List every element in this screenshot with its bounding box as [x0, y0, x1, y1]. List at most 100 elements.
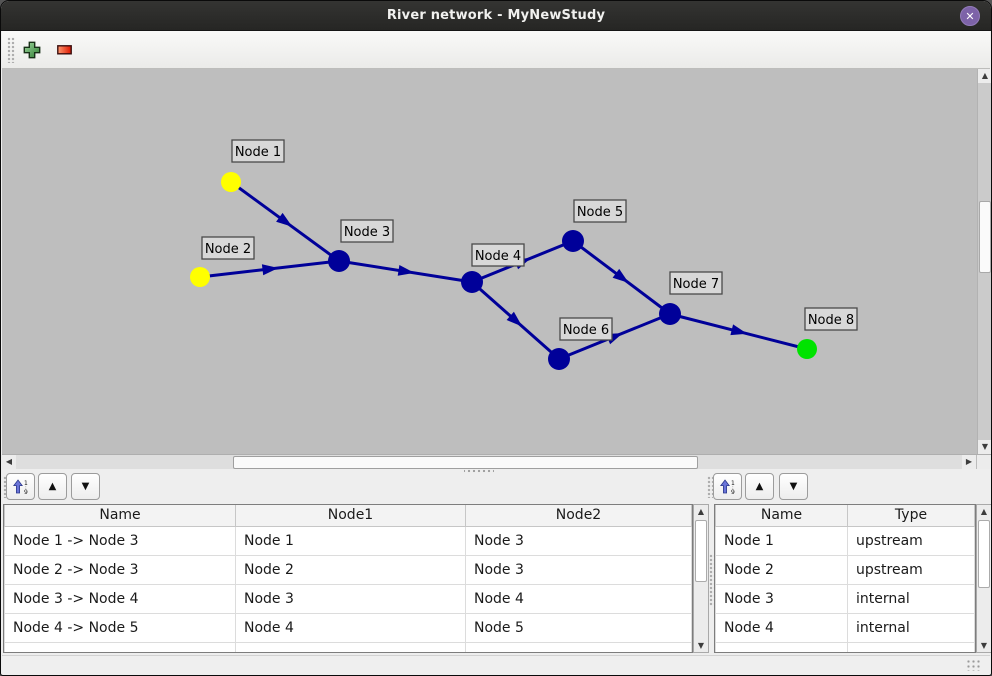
- branches-table-scrollbar[interactable]: ▲ ▼: [693, 504, 709, 653]
- table-cell[interactable]: Node 5: [465, 612, 692, 643]
- scroll-down-icon[interactable]: ▼: [978, 440, 991, 454]
- table-cell[interactable]: Node 4: [465, 583, 692, 614]
- branches-scroll-thumb[interactable]: [695, 520, 707, 582]
- network-node[interactable]: [548, 348, 570, 370]
- network-node[interactable]: [562, 230, 584, 252]
- canvas-horizontal-scrollbar[interactable]: ◀ ▶: [2, 454, 991, 469]
- column-header[interactable]: Type: [847, 505, 975, 527]
- close-button[interactable]: ✕: [960, 6, 980, 26]
- column-header[interactable]: Node1: [235, 505, 466, 527]
- add-node-button[interactable]: [20, 38, 44, 62]
- table-cell: [847, 641, 975, 652]
- edge-arrow-icon: [276, 212, 293, 227]
- svg-text:Node 7: Node 7: [673, 277, 719, 292]
- down-triangle-icon: ▼: [789, 480, 798, 492]
- svg-text:Node 5: Node 5: [577, 205, 623, 220]
- scroll-right-icon[interactable]: ▶: [962, 455, 976, 469]
- remove-node-button[interactable]: [52, 38, 76, 62]
- svg-text:9: 9: [731, 489, 735, 495]
- svg-text:9: 9: [24, 489, 28, 495]
- table-cell[interactable]: internal: [847, 583, 975, 614]
- window-title: River network - MyNewStudy: [386, 8, 606, 23]
- table-cell[interactable]: Node 4: [235, 612, 466, 643]
- window-resize-grip[interactable]: [966, 659, 982, 671]
- svg-text:1: 1: [731, 479, 735, 486]
- branches-move-down-button[interactable]: ▼: [71, 473, 100, 500]
- horizontal-scroll-thumb[interactable]: [233, 456, 698, 469]
- table-cell[interactable]: upstream: [847, 554, 975, 585]
- node-label: Node 2: [201, 236, 255, 260]
- sort-ascending-icon: 1 : 9: [719, 478, 735, 495]
- branches-sort-button[interactable]: 1 : 9: [6, 473, 35, 500]
- svg-text::: :: [732, 484, 734, 490]
- svg-text:Node 3: Node 3: [344, 225, 390, 240]
- scroll-up-icon[interactable]: ▲: [978, 69, 991, 83]
- network-node[interactable]: [328, 250, 350, 272]
- table-cell[interactable]: Node 4 -> Node 5: [4, 612, 236, 643]
- canvas-vertical-scrollbar[interactable]: ▲ ▼: [977, 69, 991, 454]
- table-cell[interactable]: Node 1 -> Node 3: [4, 525, 236, 556]
- table-cell: [4, 641, 236, 652]
- table-cell[interactable]: Node 1: [715, 525, 848, 556]
- toolbar-drag-handle[interactable]: [7, 37, 15, 63]
- scrollbar-corner: [976, 455, 991, 469]
- nodes-table-scrollbar[interactable]: ▲ ▼: [976, 504, 991, 653]
- table-cell[interactable]: Node 2: [235, 554, 466, 585]
- table-cell[interactable]: Node 1: [235, 525, 466, 556]
- branches-move-up-button[interactable]: ▲: [38, 473, 67, 500]
- table-cell[interactable]: Node 2 -> Node 3: [4, 554, 236, 585]
- up-triangle-icon: ▲: [48, 480, 57, 492]
- vertical-scroll-thumb[interactable]: [979, 201, 991, 273]
- nodes-move-up-button[interactable]: ▲: [745, 473, 774, 500]
- table-cell[interactable]: Node 3: [465, 525, 692, 556]
- svg-text:Node 4: Node 4: [475, 249, 521, 264]
- network-node[interactable]: [659, 303, 681, 325]
- nodes-sort-button[interactable]: 1 : 9: [713, 473, 742, 500]
- node-label: Node 1: [231, 139, 285, 163]
- network-canvas[interactable]: Node 1 Node 2 Node 3 Node 4 Node 5 Node 6 Node…: [2, 69, 977, 454]
- scroll-left-icon[interactable]: ◀: [2, 455, 16, 469]
- column-header[interactable]: Name: [4, 505, 236, 527]
- edge-arrow-icon: [506, 311, 523, 327]
- table-cell[interactable]: Node 2: [715, 554, 848, 585]
- nodes-scroll-thumb[interactable]: [978, 520, 990, 588]
- vertical-splitter-handle[interactable]: [709, 554, 714, 606]
- table-cell[interactable]: internal: [847, 612, 975, 643]
- scroll-down-icon[interactable]: ▼: [694, 639, 708, 652]
- table-cell[interactable]: Node 3: [715, 583, 848, 614]
- table-cell[interactable]: Node 4: [715, 612, 848, 643]
- network-node[interactable]: [221, 172, 241, 192]
- column-header[interactable]: Name: [715, 505, 848, 527]
- column-header[interactable]: Node2: [465, 505, 692, 527]
- node-label: Node 6: [559, 317, 613, 341]
- network-node[interactable]: [461, 271, 483, 293]
- horizontal-splitter-handle[interactable]: [464, 469, 494, 473]
- table-cell[interactable]: Node 3 -> Node 4: [4, 583, 236, 614]
- table-cell[interactable]: Node 3: [235, 583, 466, 614]
- table-cell: [235, 641, 466, 652]
- scroll-down-icon[interactable]: ▼: [977, 639, 991, 652]
- scroll-up-icon[interactable]: ▲: [694, 505, 708, 518]
- network-node[interactable]: [797, 339, 817, 359]
- table-cell: [715, 641, 848, 652]
- nodes-toolbar-handle[interactable]: [707, 476, 713, 498]
- scroll-up-icon[interactable]: ▲: [977, 505, 991, 518]
- close-icon: ✕: [965, 9, 975, 23]
- table-cell[interactable]: Node 3: [465, 554, 692, 585]
- network-node[interactable]: [190, 267, 210, 287]
- node-label: Node 7: [669, 271, 723, 295]
- table-cell[interactable]: upstream: [847, 525, 975, 556]
- nodes-move-down-button[interactable]: ▼: [779, 473, 808, 500]
